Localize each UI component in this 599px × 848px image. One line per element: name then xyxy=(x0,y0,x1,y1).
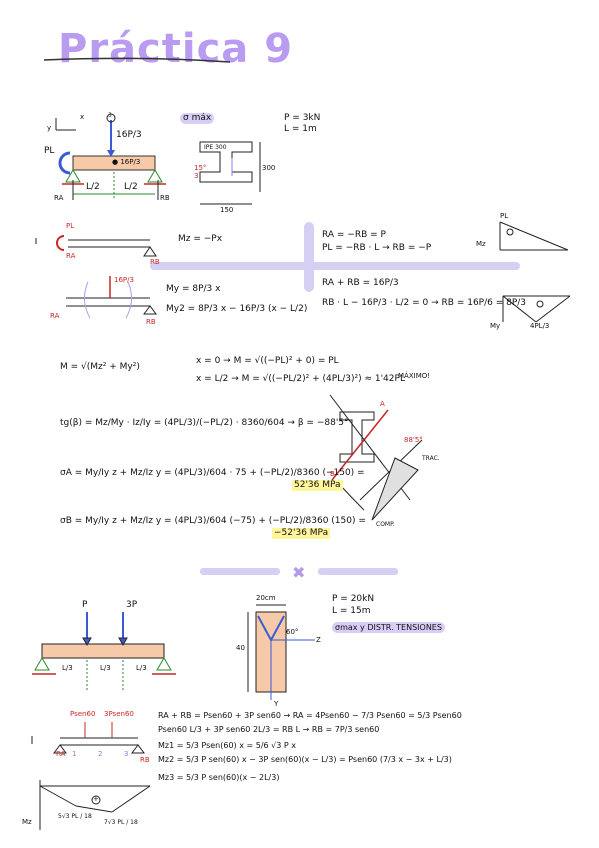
sigma-max-objective: σ máx xyxy=(180,113,215,124)
case2-rb-label: RB xyxy=(146,318,156,326)
p2-eq-2: Psen60 L/3 + 3P sen60 2L/3 = RB L → RB =… xyxy=(158,725,380,734)
beam-body xyxy=(72,155,156,171)
case2-eq2: RB · L − 16P/3 · L/2 = 0 → RB = 16P/6 = … xyxy=(322,298,527,308)
p2-given-p: P = 20kN xyxy=(332,594,375,604)
problem2-mz-diagram xyxy=(39,780,151,830)
m-x0-eq: x = 0 → M = √((−PL)² + 0) = PL xyxy=(196,356,339,366)
p2-third-1: L/3 xyxy=(62,664,73,672)
axis-y-label: y xyxy=(47,124,52,132)
divider-horizontal xyxy=(150,262,520,270)
m-xhalf-eq: x = L/2 → M = √((−PL/2)² + (4PL/3)²) ≈ 1… xyxy=(196,374,405,384)
separator-right xyxy=(318,568,398,575)
sigma-b-result: −52'36 MPa xyxy=(272,528,331,539)
page-title: Práctica 9 xyxy=(58,26,294,72)
p2-third-3: L/3 xyxy=(136,664,147,672)
problem2-section xyxy=(247,604,315,700)
sigma-b-eq: σB = My/Iy z + Mz/Iz y = (4PL/3)/604 (−7… xyxy=(60,516,366,526)
case1-pl-label: PL xyxy=(66,222,75,230)
half-right-label: L/2 xyxy=(124,182,138,192)
p2-eq-1: RA + RB = Psen60 + 3P sen60 → RA = 4Psen… xyxy=(158,711,462,720)
section-height-label: 300 xyxy=(262,164,276,172)
ipe-section xyxy=(199,141,261,205)
case1-rb-label: RB xyxy=(150,258,160,266)
load-label: 16P/3 xyxy=(116,130,142,140)
case1-eq1: RA = −RB = P xyxy=(322,230,386,240)
rb-label: RB xyxy=(160,194,170,202)
main-beam-diagram xyxy=(55,113,166,200)
half-left-label: L/2 xyxy=(86,182,100,192)
case2-beam xyxy=(66,276,157,319)
p2-given-l: L = 15m xyxy=(332,606,371,616)
given-l: L = 1m xyxy=(284,124,317,134)
given-p: P = 3kN xyxy=(284,113,321,123)
p2-diag-axis: Mz xyxy=(22,818,32,826)
p2-section-angle: 60° xyxy=(286,628,299,636)
case1-mz-eq: Mz = −Px xyxy=(178,234,223,244)
p2-load1-label: P xyxy=(82,600,88,610)
p2-section-height: 40 xyxy=(236,644,245,652)
divider-vertical xyxy=(304,222,314,292)
case1-mz-diagram xyxy=(499,221,569,251)
section-cut-label: 3 xyxy=(194,172,199,180)
neutral-angle-label: 88'5° xyxy=(404,436,423,444)
stress-distribution-diagram xyxy=(329,394,423,521)
section-width-label: 150 xyxy=(220,206,234,214)
p2-eq-4: Mz2 = 5/3 P sen(60) x − 3P sen(60)(x − L… xyxy=(158,755,452,764)
svg-text:✖: ✖ xyxy=(292,563,305,582)
max-note: MÁXIMO! xyxy=(398,372,431,380)
sigma-a-result: 52'36 MPa xyxy=(292,480,343,491)
p2-rb-label: RB xyxy=(140,756,150,764)
case2-load-label: 16P/3 xyxy=(114,276,134,284)
p2-axis-y: Y xyxy=(274,700,279,708)
m-total-eq: M = √(Mz² + My²) xyxy=(60,362,140,372)
p2-cut-1: 1 xyxy=(72,750,77,758)
p2-cut-3: 3 xyxy=(124,750,129,758)
p2-diag-v1: 5√3 PL / 18 xyxy=(58,813,92,820)
case1-ra-label: RA xyxy=(66,252,76,260)
ra-label: RA xyxy=(54,194,64,202)
case1-eq2: PL = −RB · L → RB = −P xyxy=(322,243,432,253)
p2-diag-sign: + xyxy=(93,795,99,803)
case1-diag-label: PL xyxy=(500,212,509,220)
p2-diag-v2: 7√3 PL / 18 xyxy=(104,819,138,826)
section-angle-label: 15° xyxy=(194,164,207,172)
title-strike xyxy=(43,57,231,63)
p2-axis-z: Z xyxy=(316,636,321,644)
moment-label: PL xyxy=(44,146,55,156)
case1-beam xyxy=(35,235,157,257)
p2-objective: σmax y DISTR. TENSIONES xyxy=(332,622,445,633)
center-mark-label: ● 16P/3 xyxy=(112,158,141,166)
ipe-profile-label: IPE 300 xyxy=(204,144,227,151)
case2-my2-eq: My2 = 8P/3 x − 16P/3 (x − L/2) xyxy=(166,304,308,314)
p2-cut-2: 2 xyxy=(98,750,103,758)
p2-ra-label: RA xyxy=(56,750,66,758)
sigma-a-eq: σA = My/Iy z + Mz/Iz y = (4PL/3)/604 · 7… xyxy=(60,468,365,478)
axis-x-label: x xyxy=(80,113,85,121)
separator-left xyxy=(200,568,280,575)
p2-eq-3: Mz1 = 5/3 Psen(60) x = 5/6 √3 P x xyxy=(158,741,296,750)
tg-beta-eq: tg(β) = Mz/My · Iz/Iy = (4PL/3)/(−PL/2) … xyxy=(60,418,349,428)
case1-diag-axis: Mz xyxy=(476,240,486,248)
trac-label: TRAC. xyxy=(422,455,440,462)
problem2-load-beam xyxy=(31,722,145,754)
p2-load-p2: 3Psen60 xyxy=(104,710,134,718)
point-a-label: A xyxy=(380,400,385,408)
case2-diag-label: 4PL/3 xyxy=(530,322,550,330)
case2-diag-axis: My xyxy=(490,322,501,330)
p2-third-2: L/3 xyxy=(100,664,111,672)
comp-label: COMP. xyxy=(376,521,395,528)
case2-ra-label: RA xyxy=(50,312,60,320)
load-node-label: 3 xyxy=(108,112,112,119)
p2-section-width: 20cm xyxy=(256,594,276,602)
p2-load-p1: Psen60 xyxy=(70,710,96,718)
case2-my-eq: My = 8P/3 x xyxy=(166,284,221,294)
p2-load2-label: 3P xyxy=(126,600,138,610)
p2-eq-5: Mz3 = 5/3 P sen(60)(x − 2L/3) xyxy=(158,773,280,782)
problem2-beam xyxy=(32,612,176,690)
moment-arrow xyxy=(58,151,71,175)
case2-my-diagram xyxy=(502,295,571,323)
point-b-label: B xyxy=(330,470,335,478)
case2-eq1: RA + RB = 16P/3 xyxy=(322,278,399,288)
